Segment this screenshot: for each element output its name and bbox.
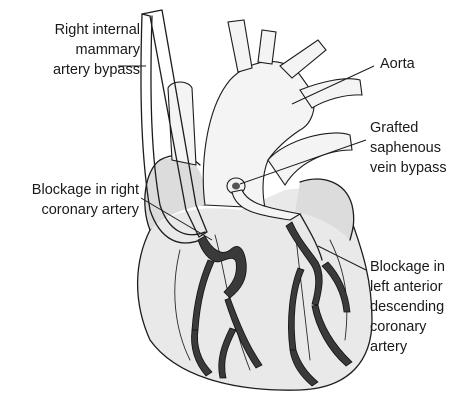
- label-blockage-right-coronary: Blockage in right coronary artery: [6, 180, 139, 220]
- label-lad-line-4: coronary: [370, 317, 445, 337]
- label-grafted-line-2: saphenous: [370, 138, 447, 158]
- label-aorta: Aorta: [380, 54, 415, 74]
- label-mammary-line-2: mammary: [8, 40, 140, 60]
- label-aorta-line-1: Aorta: [380, 54, 415, 74]
- label-rca-line-1: Blockage in right: [6, 180, 139, 200]
- label-grafted-line-1: Grafted: [370, 118, 447, 138]
- label-mammary-line-1: Right internal: [8, 20, 140, 40]
- label-lad-line-1: Blockage in: [370, 257, 445, 277]
- label-grafted-line-3: vein bypass: [370, 158, 447, 178]
- label-mammary-line-3: artery bypass: [8, 60, 140, 80]
- label-mammary-artery-bypass: Right internal mammary artery bypass: [8, 20, 140, 80]
- label-lad-line-3: descending: [370, 297, 445, 317]
- label-blockage-lad: Blockage in left anterior descending cor…: [370, 257, 445, 357]
- label-saphenous-vein-bypass: Grafted saphenous vein bypass: [370, 118, 447, 178]
- label-rca-line-2: coronary artery: [6, 200, 139, 220]
- label-lad-line-5: artery: [370, 337, 445, 357]
- label-lad-line-2: left anterior: [370, 277, 445, 297]
